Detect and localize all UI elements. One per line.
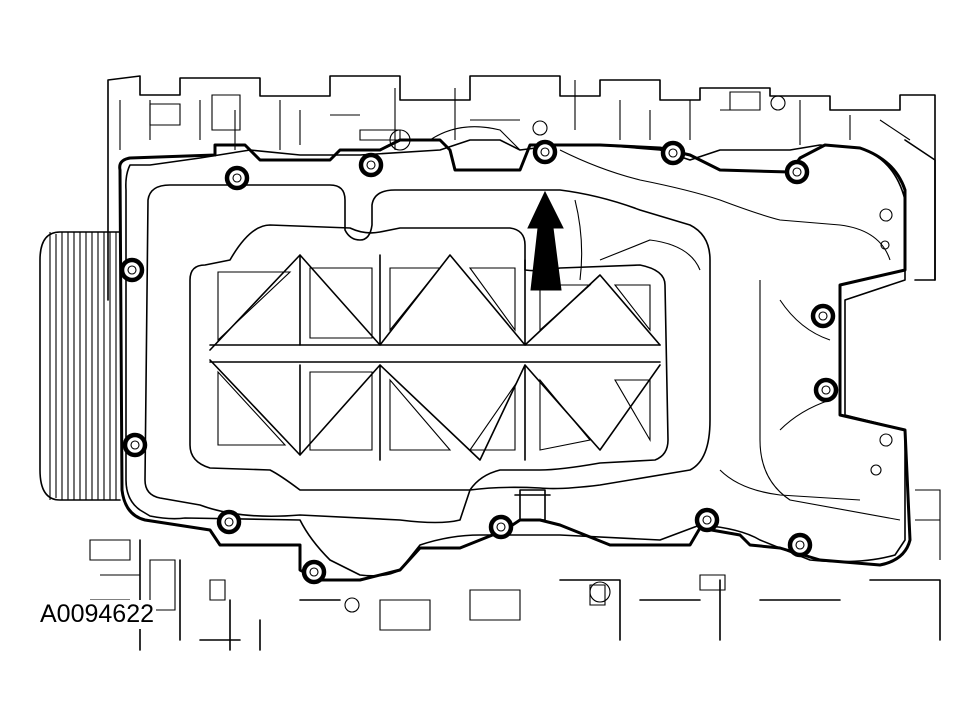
bolt-icon	[810, 303, 836, 329]
bolt-icon	[301, 559, 327, 585]
figure-id-label: A0094622	[38, 600, 157, 629]
bolt-icon	[119, 257, 145, 283]
bolt-icon	[224, 165, 250, 191]
engine-block-outline	[89, 75, 941, 651]
bolt-icon	[694, 507, 720, 533]
bolt-icon	[787, 532, 813, 558]
bolt-icon	[358, 152, 384, 178]
bolt-icon	[813, 377, 839, 403]
bolt-icon	[532, 139, 558, 165]
bolt-icon	[784, 159, 810, 185]
crankshaft-pulley	[39, 231, 121, 501]
bolts	[119, 139, 839, 585]
bolt-icon	[216, 509, 242, 535]
bolt-icon	[488, 514, 514, 540]
up-arrow-icon	[527, 190, 564, 291]
bolt-icon	[122, 432, 148, 458]
oil-pan-body	[125, 139, 906, 577]
gasket-outline	[118, 138, 912, 582]
bolt-icon	[660, 140, 686, 166]
